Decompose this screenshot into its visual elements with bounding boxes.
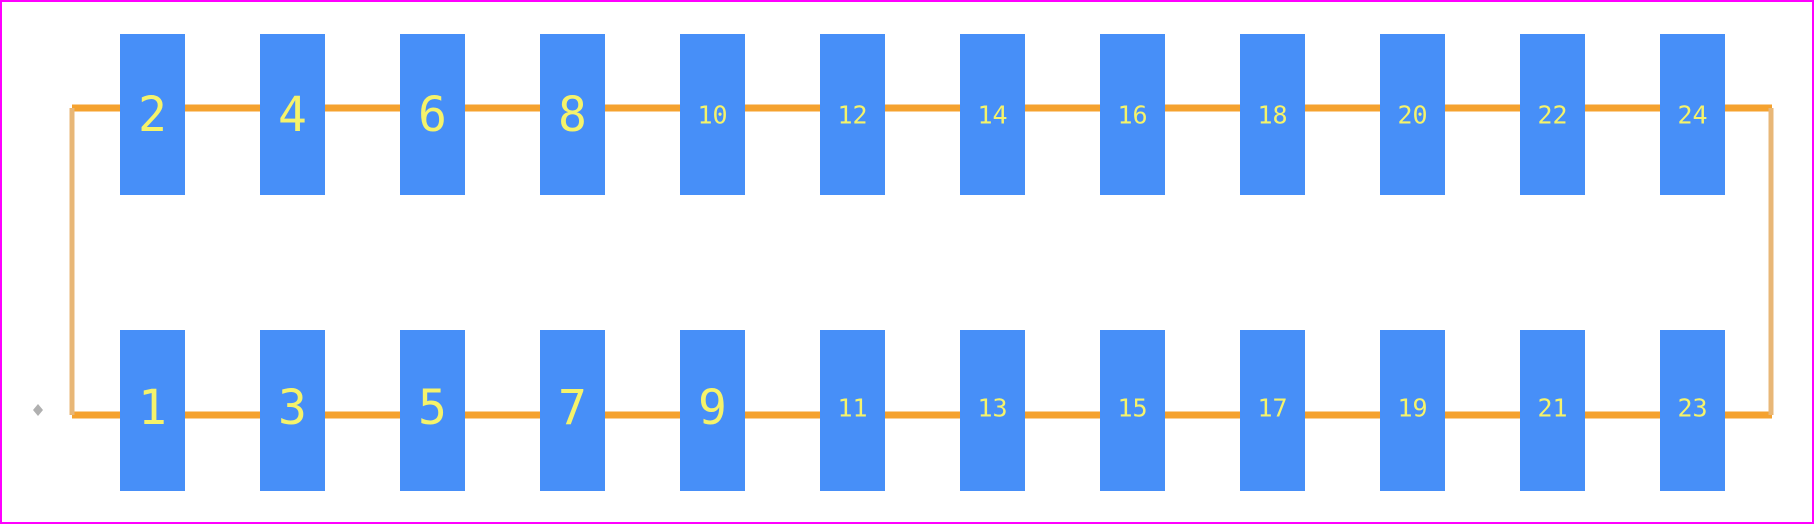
pad-label: 15 bbox=[1117, 394, 1147, 423]
pad-label: 6 bbox=[418, 87, 447, 143]
pad-label: 14 bbox=[977, 101, 1007, 130]
pad-label: 3 bbox=[278, 380, 307, 436]
pad-label: 11 bbox=[837, 394, 867, 423]
pad-label: 20 bbox=[1397, 101, 1427, 130]
pad-label: 1 bbox=[138, 380, 167, 436]
pad-label: 19 bbox=[1397, 394, 1427, 423]
pad-top bbox=[1380, 34, 1445, 195]
pad-bottom bbox=[1520, 330, 1585, 491]
pad-label: 12 bbox=[837, 101, 867, 130]
pad-bottom bbox=[1380, 330, 1445, 491]
pad-label: 16 bbox=[1117, 101, 1147, 130]
pad-label: 17 bbox=[1257, 394, 1287, 423]
pad-label: 10 bbox=[697, 101, 727, 130]
pad-label: 7 bbox=[558, 380, 587, 436]
pad-bottom bbox=[400, 330, 465, 491]
pad-bottom bbox=[120, 330, 185, 491]
pad-bottom bbox=[1100, 330, 1165, 491]
pad-label: 24 bbox=[1677, 101, 1707, 130]
pad-label: 23 bbox=[1677, 394, 1707, 423]
pad-bottom bbox=[260, 330, 325, 491]
pad-bottom bbox=[1240, 330, 1305, 491]
pad-top bbox=[1660, 34, 1725, 195]
pad-label: 2 bbox=[138, 87, 167, 143]
pad-label: 4 bbox=[278, 87, 307, 143]
pad-bottom bbox=[820, 330, 885, 491]
pad-top bbox=[960, 34, 1025, 195]
pad-top bbox=[1240, 34, 1305, 195]
pad-top bbox=[820, 34, 885, 195]
silkscreen-outline bbox=[69, 104, 1774, 419]
pad-top bbox=[400, 34, 465, 195]
pad-label: 5 bbox=[418, 380, 447, 436]
pad-bottom bbox=[540, 330, 605, 491]
pad-label: 13 bbox=[977, 394, 1007, 423]
pad-top bbox=[1100, 34, 1165, 195]
pad-bottom bbox=[960, 330, 1025, 491]
pad-top bbox=[260, 34, 325, 195]
pad-bottom bbox=[1660, 330, 1725, 491]
pad-label: 22 bbox=[1537, 101, 1567, 130]
origin-marker bbox=[33, 404, 43, 416]
pad-label: 18 bbox=[1257, 101, 1287, 130]
pad-top bbox=[540, 34, 605, 195]
pad-label: 9 bbox=[698, 380, 727, 436]
pad-bottom bbox=[680, 330, 745, 491]
pad-top bbox=[1520, 34, 1585, 195]
pad-top bbox=[680, 34, 745, 195]
pad-top bbox=[120, 34, 185, 195]
pad-label: 8 bbox=[558, 87, 587, 143]
pad-label: 21 bbox=[1537, 394, 1567, 423]
